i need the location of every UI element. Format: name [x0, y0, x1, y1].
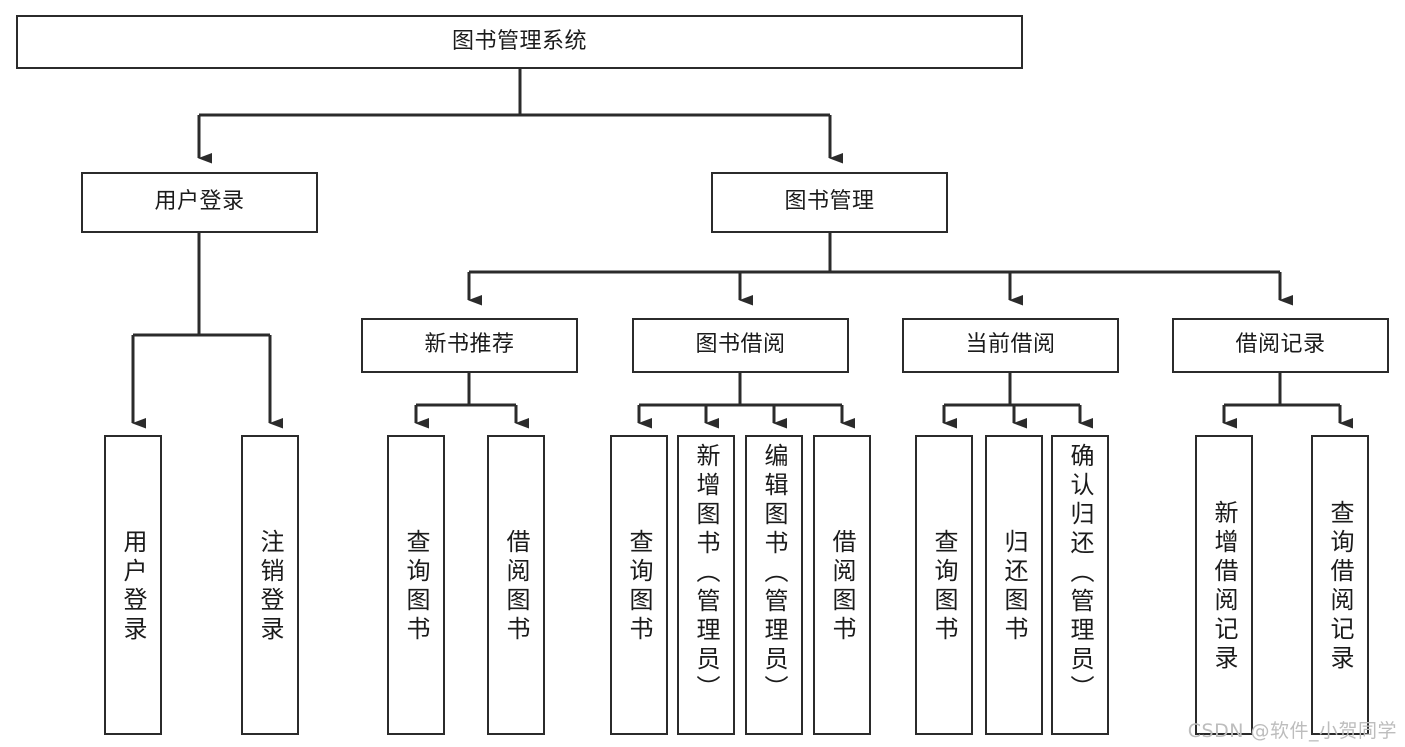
node-current-borrow-label: 当前借阅: [965, 332, 1056, 358]
node-leaf-query-book-3[interactable]: 查询图书: [915, 435, 973, 735]
node-current-borrow[interactable]: 当前借阅: [902, 318, 1119, 373]
node-book-borrow-label: 图书借阅: [695, 332, 786, 358]
node-new-book-recommend-label: 新书推荐: [424, 332, 515, 358]
node-leaf-query-book-2-label: 查询图书: [625, 529, 653, 645]
node-root[interactable]: 图书管理系统: [16, 15, 1023, 69]
node-book-manage-label: 图书管理: [784, 189, 875, 215]
node-leaf-return-book-label: 归还图书: [1000, 529, 1028, 645]
node-leaf-borrow-book-1-label: 借阅图书: [502, 529, 530, 645]
node-leaf-user-login[interactable]: 用户登录: [104, 435, 162, 735]
node-borrow-record[interactable]: 借阅记录: [1172, 318, 1389, 373]
node-leaf-query-book-1-label: 查询图书: [402, 529, 430, 645]
node-leaf-borrow-book-2[interactable]: 借阅图书: [813, 435, 871, 735]
csdn-watermark: CSDN @软件_小贺同学: [1187, 720, 1397, 742]
node-leaf-add-book-label: 新增图书（管理员）: [692, 443, 720, 704]
node-leaf-add-record-label: 新增借阅记录: [1210, 500, 1238, 674]
node-root-label: 图书管理系统: [451, 28, 587, 54]
node-leaf-query-record-label: 查询借阅记录: [1326, 500, 1354, 674]
node-leaf-edit-book-label: 编辑图书（管理员）: [760, 443, 788, 704]
node-leaf-query-record[interactable]: 查询借阅记录: [1311, 435, 1369, 735]
node-user-login[interactable]: 用户登录: [81, 172, 318, 233]
node-leaf-borrow-book-2-label: 借阅图书: [828, 529, 856, 645]
node-user-login-label: 用户登录: [154, 189, 245, 215]
node-book-borrow[interactable]: 图书借阅: [632, 318, 849, 373]
node-leaf-query-book-2[interactable]: 查询图书: [610, 435, 668, 735]
node-leaf-query-book-3-label: 查询图书: [930, 529, 958, 645]
node-leaf-query-book-1[interactable]: 查询图书: [387, 435, 445, 735]
node-leaf-user-logout[interactable]: 注销登录: [241, 435, 299, 735]
node-book-manage[interactable]: 图书管理: [711, 172, 948, 233]
node-leaf-return-book[interactable]: 归还图书: [985, 435, 1043, 735]
node-leaf-edit-book[interactable]: 编辑图书（管理员）: [745, 435, 803, 735]
node-leaf-add-book[interactable]: 新增图书（管理员）: [677, 435, 735, 735]
node-leaf-confirm-return-label: 确认归还（管理员）: [1066, 443, 1094, 704]
node-borrow-record-label: 借阅记录: [1235, 332, 1326, 358]
node-leaf-add-record[interactable]: 新增借阅记录: [1195, 435, 1253, 735]
node-leaf-borrow-book-1[interactable]: 借阅图书: [487, 435, 545, 735]
node-new-book-recommend[interactable]: 新书推荐: [361, 318, 578, 373]
node-leaf-confirm-return[interactable]: 确认归还（管理员）: [1051, 435, 1109, 735]
node-leaf-user-logout-label: 注销登录: [256, 529, 284, 645]
node-leaf-user-login-label: 用户登录: [119, 529, 147, 645]
